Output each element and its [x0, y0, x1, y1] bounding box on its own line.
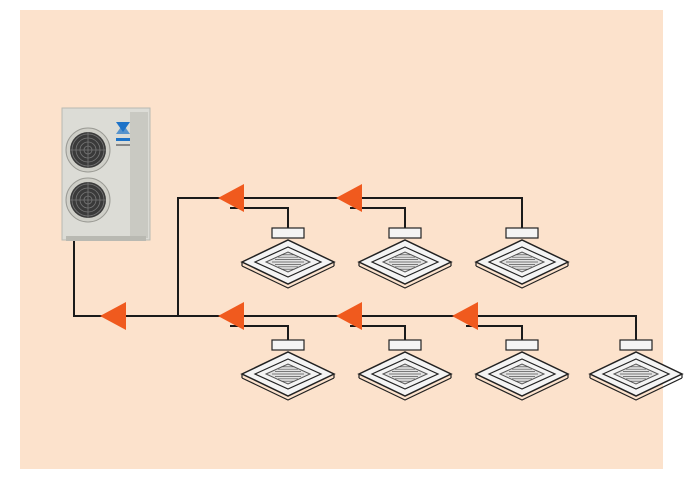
upper-drop-pipe-2 [350, 207, 406, 230]
flow-direction-arrow-icon [218, 302, 244, 330]
flow-direction-arrow-icon [100, 302, 126, 330]
cassette-housing [271, 227, 305, 239]
unit-base [66, 236, 146, 241]
flow-direction-arrow-icon [336, 184, 362, 212]
cassette-outlet-ring [487, 246, 557, 278]
logo-text-mark [116, 144, 130, 146]
cassette-housing [388, 227, 422, 239]
indoor-units [240, 227, 684, 401]
cassette-housing [388, 339, 422, 351]
panel-edge [589, 377, 683, 401]
cassette-outlet-ring [253, 246, 323, 278]
ceiling-cassette-icon [240, 339, 336, 401]
cassette-outlet-ring [370, 246, 440, 278]
unit-side-panel [130, 112, 148, 238]
ceiling-cassette-icon [357, 227, 453, 289]
ceiling-cassette-icon [588, 339, 684, 401]
panel-edge [475, 377, 569, 401]
logo-bar [116, 138, 130, 141]
cassette-housing [619, 339, 653, 351]
panel-edge [475, 265, 569, 289]
cassette-outlet-ring [253, 358, 323, 390]
lower-drop-pipe-1 [230, 325, 289, 342]
flow-direction-arrow-icon [336, 302, 362, 330]
cassette-outlet-ring [601, 358, 671, 390]
lower-branch-pipe [100, 315, 637, 342]
flow-direction-arrow-icon [218, 184, 244, 212]
cassette-housing [505, 339, 539, 351]
main-pipe [73, 197, 523, 317]
flow-arrows [100, 184, 478, 330]
refrigerant-piping [73, 197, 637, 342]
ceiling-cassette-icon [357, 339, 453, 401]
lower-drop-pipe-2 [350, 325, 406, 342]
lower-drop-pipe-3 [466, 325, 523, 342]
cassette-outlet-ring [487, 358, 557, 390]
outdoor-condenser-icon [61, 107, 151, 241]
logo-shape [116, 124, 130, 134]
cassette-outlet-ring [370, 358, 440, 390]
flow-direction-arrow-icon [452, 302, 478, 330]
cassette-housing [271, 339, 305, 351]
panel-edge [358, 377, 452, 401]
cassette-housing [505, 227, 539, 239]
panel-edge [241, 377, 335, 401]
panel-edge [358, 265, 452, 289]
ceiling-cassette-icon [474, 227, 570, 289]
upper-drop-pipe-1 [230, 207, 289, 230]
ceiling-cassette-icon [240, 227, 336, 289]
ceiling-cassette-icon [474, 339, 570, 401]
brand-logo-icon [116, 122, 130, 146]
panel-edge [241, 265, 335, 289]
